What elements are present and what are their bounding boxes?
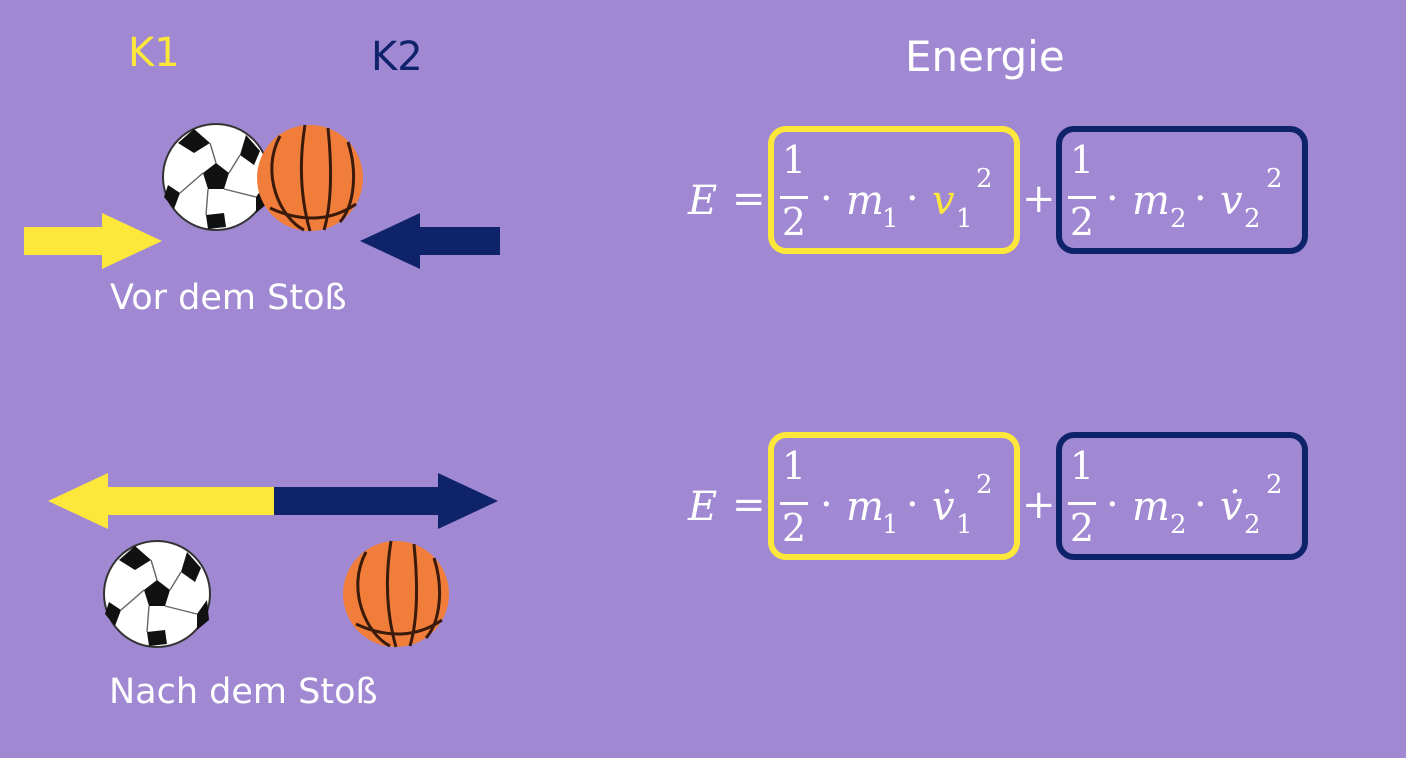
- velocity-symbol: v: [1220, 178, 1243, 224]
- velocity-symbol: v: [932, 178, 955, 224]
- caption-after: Nach dem Stoß: [109, 672, 378, 712]
- velocity-subscript: 1: [956, 204, 973, 234]
- term-box-k1: [768, 432, 1020, 560]
- basketball-icon: [343, 540, 449, 648]
- mass-symbol: m: [846, 484, 884, 530]
- fraction-line: [780, 196, 808, 199]
- fraction-denominator: 2: [1069, 506, 1095, 550]
- term-box-k2: [1056, 432, 1308, 560]
- fraction-numerator: 1: [1069, 444, 1095, 488]
- soccer-ball-icon: [103, 540, 211, 648]
- after-collision-scene: [48, 473, 498, 648]
- mass-symbol: m: [846, 178, 884, 224]
- equation-lhs: E: [688, 484, 718, 530]
- fraction-line: [1068, 502, 1096, 505]
- mass-subscript: 1: [882, 204, 899, 234]
- fraction-numerator: 1: [781, 444, 807, 488]
- velocity-exponent: 2: [976, 470, 993, 500]
- before-collision-scene: [24, 123, 500, 269]
- velocity-symbol: v̇: [932, 484, 955, 530]
- arrow-left-icon: [360, 213, 500, 269]
- mass-subscript: 1: [882, 510, 899, 540]
- fraction-numerator: 1: [1069, 138, 1095, 182]
- velocity-exponent: 2: [1266, 164, 1283, 194]
- term-box-k2: [1056, 126, 1308, 254]
- label-k1: K1: [128, 30, 180, 76]
- basketball-icon: [257, 124, 363, 232]
- arrow-right-icon: [274, 473, 498, 529]
- equation-lhs: E: [688, 178, 718, 224]
- soccer-ball-icon: [162, 123, 270, 231]
- equation-plus: +: [1022, 176, 1056, 222]
- arrow-left-icon: [48, 473, 276, 529]
- equation-equals: =: [732, 482, 766, 528]
- fraction-denominator: 2: [1069, 200, 1095, 244]
- caption-before: Vor dem Stoß: [110, 278, 347, 318]
- velocity-subscript: 2: [1244, 510, 1261, 540]
- velocity-symbol: v̇: [1220, 484, 1243, 530]
- equation-equals: =: [732, 176, 766, 222]
- equation-plus: +: [1022, 482, 1056, 528]
- fraction-line: [1068, 196, 1096, 199]
- mass-subscript: 2: [1170, 204, 1187, 234]
- mass-symbol: m: [1132, 484, 1170, 530]
- term-box-k1: [768, 126, 1020, 254]
- mass-subscript: 2: [1170, 510, 1187, 540]
- mass-symbol: m: [1132, 178, 1170, 224]
- fraction-numerator: 1: [781, 138, 807, 182]
- label-k2: K2: [371, 34, 423, 80]
- fraction-denominator: 2: [781, 200, 807, 244]
- velocity-subscript: 1: [956, 510, 973, 540]
- velocity-subscript: 2: [1244, 204, 1261, 234]
- fraction-denominator: 2: [781, 506, 807, 550]
- velocity-exponent: 2: [1266, 470, 1283, 500]
- energy-title: Energie: [905, 32, 1065, 81]
- fraction-line: [780, 502, 808, 505]
- arrow-right-icon: [24, 213, 162, 269]
- velocity-exponent: 2: [976, 164, 993, 194]
